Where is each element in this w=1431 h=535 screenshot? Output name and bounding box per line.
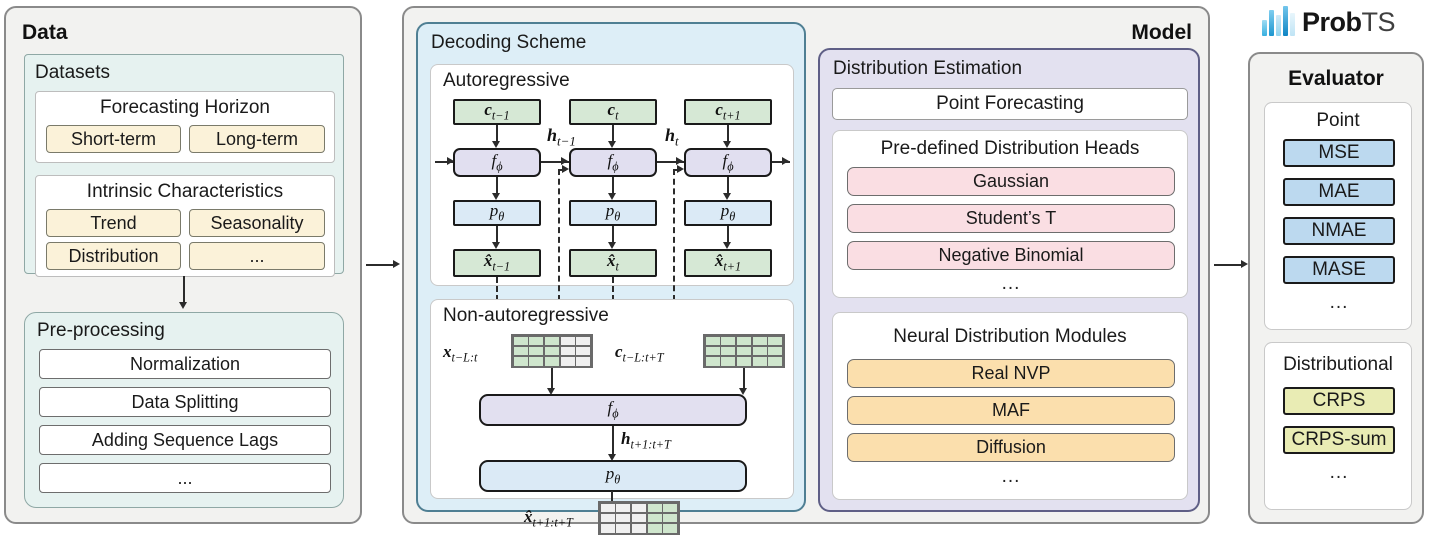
chip-short-term[interactable]: Short-term <box>46 125 181 153</box>
group-distributional-metrics-label: Distributional <box>1283 354 1393 375</box>
group-datasets: Datasets Forecasting Horizon Short-term … <box>24 54 344 277</box>
chip-data-splitting[interactable]: Data Splitting <box>39 387 331 417</box>
group-non-autoregressive-label: Non-autoregressive <box>443 305 609 326</box>
group-non-autoregressive: Non-autoregressive xt−L:t ct−L:t+T <box>430 299 794 499</box>
chip-more-characteristics[interactable]: ... <box>189 242 325 270</box>
group-predefined-heads: Pre-defined Distribution Heads Gaussian … <box>832 130 1188 298</box>
group-point-metrics: Point MSE MAE NMAE MASE ... <box>1264 102 1412 330</box>
box-context-t: ct <box>569 99 657 125</box>
group-intrinsic-characteristics: Intrinsic Characteristics Trend Seasonal… <box>35 175 335 277</box>
group-distributional-metrics: Distributional CRPS CRPS-sum ... <box>1264 342 1412 510</box>
panel-data: Data Datasets Forecasting Horizon Short-… <box>4 6 362 524</box>
chip-crps-sum[interactable]: CRPS-sum <box>1283 426 1395 454</box>
group-neural-modules-label: Neural Distribution Modules <box>893 326 1127 347</box>
group-distribution-estimation-label: Distribution Estimation <box>833 58 1023 79</box>
chip-trend[interactable]: Trend <box>46 209 181 237</box>
logo-text-prob: Prob <box>1302 7 1362 37</box>
label-x-hat-output: x̂t+1:t+T <box>524 507 573 530</box>
box-context-t-plus-1: ct+1 <box>684 99 772 125</box>
box-f-phi-1: fϕ <box>453 148 541 177</box>
box-p-theta-3: pθ <box>684 200 772 226</box>
box-f-phi-2: fϕ <box>569 148 657 177</box>
box-p-theta-2: pθ <box>569 200 657 226</box>
label-hidden-t-minus-1: ht−1 <box>547 125 576 149</box>
chip-seasonality[interactable]: Seasonality <box>189 209 325 237</box>
panel-model: Model Decoding Scheme Autoregressive ct−… <box>402 6 1210 535</box>
logo-text: ProbTS <box>1302 7 1396 37</box>
box-context-t-minus-1: ct−1 <box>453 99 541 125</box>
box-f-phi-3: fϕ <box>684 148 772 177</box>
chip-nmae[interactable]: NMAE <box>1283 217 1395 245</box>
chip-crps[interactable]: CRPS <box>1283 387 1395 415</box>
box-p-theta-1: pθ <box>453 200 541 226</box>
group-preprocessing: Pre-processing Normalization Data Splitt… <box>24 312 344 508</box>
chip-students-t[interactable]: Student’s T <box>847 204 1175 233</box>
chip-mse[interactable]: MSE <box>1283 139 1395 167</box>
group-decoding-scheme-label: Decoding Scheme <box>431 32 587 53</box>
logo-text-ts: TS <box>1361 7 1396 37</box>
chip-normalization[interactable]: Normalization <box>39 349 331 379</box>
chip-diffusion[interactable]: Diffusion <box>847 433 1175 462</box>
ellipsis-neural-modules: ... <box>1001 466 1021 487</box>
group-predefined-heads-label: Pre-defined Distribution Heads <box>880 138 1140 159</box>
group-distribution-estimation: Distribution Estimation Point Forecastin… <box>818 48 1200 512</box>
group-datasets-label: Datasets <box>35 62 110 83</box>
group-forecasting-horizon-label: Forecasting Horizon <box>99 97 271 118</box>
label-hidden-t: ht <box>665 125 679 149</box>
grid-x-input <box>511 334 593 368</box>
ellipsis-point-metrics: ... <box>1329 292 1349 313</box>
box-f-phi-nonar: fϕ <box>479 394 747 426</box>
panel-evaluator-title: Evaluator <box>1288 67 1384 90</box>
panel-evaluator: Evaluator Point MSE MAE NMAE MASE ... Di… <box>1248 52 1424 524</box>
group-forecasting-horizon: Forecasting Horizon Short-term Long-term <box>35 91 335 163</box>
group-autoregressive-label: Autoregressive <box>443 70 570 91</box>
ellipsis-distributional-metrics: ... <box>1329 462 1349 483</box>
ellipsis-predefined-heads: ... <box>1001 273 1021 294</box>
grid-x-output <box>598 501 680 535</box>
chip-real-nvp[interactable]: Real NVP <box>847 359 1175 388</box>
label-hidden-nonar: ht+1:t+T <box>621 429 671 452</box>
group-neural-modules: Neural Distribution Modules Real NVP MAF… <box>832 312 1188 500</box>
group-point-metrics-label: Point <box>1316 110 1360 131</box>
group-decoding-scheme: Decoding Scheme Autoregressive ct−1 fϕ p… <box>416 22 806 535</box>
box-x-hat-t-minus-1: x̂t−1 <box>453 249 541 277</box>
group-preprocessing-label: Pre-processing <box>37 320 165 341</box>
panel-data-title: Data <box>22 21 68 44</box>
box-x-hat-t-plus-1: x̂t+1 <box>684 249 772 277</box>
grid-c-input <box>703 334 785 368</box>
chip-point-forecasting[interactable]: Point Forecasting <box>832 88 1188 120</box>
chip-gaussian[interactable]: Gaussian <box>847 167 1175 196</box>
chip-mae[interactable]: MAE <box>1283 178 1395 206</box>
chip-adding-sequence-lags[interactable]: Adding Sequence Lags <box>39 425 331 455</box>
panel-model-title: Model <box>1131 21 1192 44</box>
label-x-input: xt−L:t <box>443 342 478 365</box>
chip-maf[interactable]: MAF <box>847 396 1175 425</box>
probts-logo: ProbTS <box>1262 6 1396 37</box>
group-intrinsic-characteristics-label: Intrinsic Characteristics <box>86 181 284 202</box>
chip-negative-binomial[interactable]: Negative Binomial <box>847 241 1175 270</box>
chip-long-term[interactable]: Long-term <box>189 125 325 153</box>
group-autoregressive: Autoregressive ct−1 fϕ pθ x̂t− <box>430 64 794 303</box>
box-p-theta-nonar: pθ <box>479 460 747 492</box>
label-c-input: ct−L:t+T <box>615 342 664 365</box>
chip-more-preprocessing[interactable]: ... <box>39 463 331 493</box>
bar-chart-logo-icon <box>1262 6 1295 36</box>
chip-mase[interactable]: MASE <box>1283 256 1395 284</box>
chip-distribution[interactable]: Distribution <box>46 242 181 270</box>
box-x-hat-t: x̂t <box>569 249 657 277</box>
